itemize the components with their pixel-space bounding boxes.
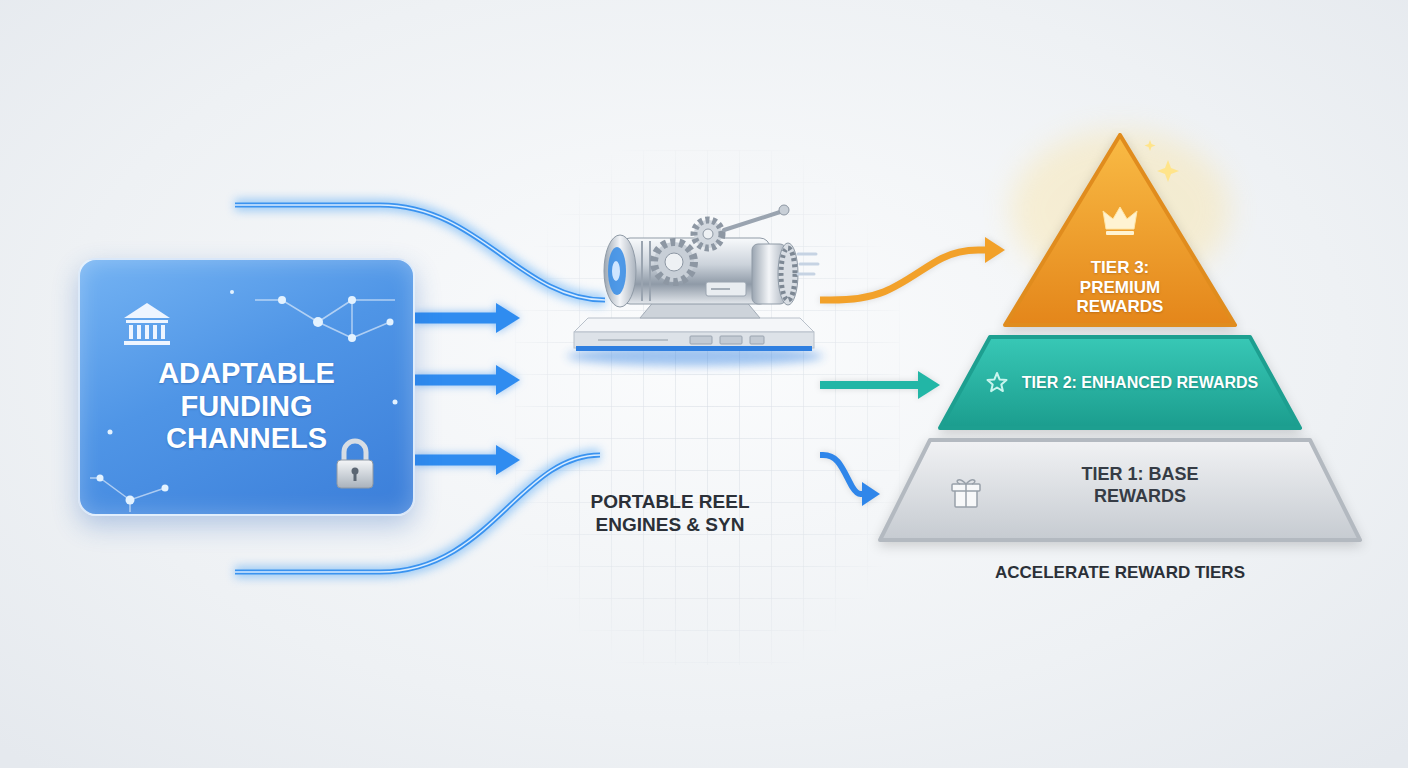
flow-arrow bbox=[820, 455, 862, 494]
network-dots bbox=[126, 496, 135, 505]
reel-engine bbox=[574, 332, 814, 348]
network-decoration bbox=[255, 300, 390, 338]
crown-icon bbox=[1103, 207, 1137, 235]
reel-engine bbox=[576, 346, 812, 351]
network-dots bbox=[348, 296, 356, 304]
network-decoration bbox=[90, 478, 165, 500]
gift-icon bbox=[955, 490, 977, 507]
node-text: TIER 1: BASE REWARDS bbox=[1050, 464, 1230, 507]
network-dots bbox=[313, 317, 323, 327]
reel-engine bbox=[711, 288, 730, 290]
bank-icon bbox=[129, 325, 133, 339]
network-dots bbox=[393, 400, 398, 405]
bank-icon bbox=[124, 303, 170, 345]
lock-icon bbox=[337, 441, 373, 488]
bank-icon bbox=[126, 320, 168, 323]
reel-engine bbox=[567, 205, 823, 366]
crown-icon bbox=[1106, 231, 1134, 235]
reel-engine bbox=[720, 336, 742, 344]
bank-icon bbox=[137, 325, 141, 339]
caption-label: ACCELERATE REWARD TIERS bbox=[950, 563, 1290, 583]
lock-icon bbox=[337, 460, 373, 488]
lock-icon bbox=[352, 468, 359, 475]
reel-engine bbox=[567, 346, 823, 366]
reel-engine bbox=[779, 205, 789, 215]
lock-icon bbox=[344, 441, 366, 462]
node-text: TIER 2: ENHANCED REWARDS bbox=[1015, 373, 1265, 392]
node-text: ADAPTABLE FUNDING CHANNELS bbox=[132, 357, 362, 454]
network-dots bbox=[387, 319, 394, 326]
flow-arrow bbox=[820, 381, 918, 389]
network-decoration bbox=[318, 322, 352, 338]
tier-band: TIER 1: BASE REWARDS bbox=[880, 440, 1360, 540]
reel-engine bbox=[690, 336, 712, 344]
network-dots bbox=[108, 430, 113, 435]
star-icon bbox=[988, 373, 1007, 391]
bank-icon bbox=[124, 303, 170, 318]
tier-outline bbox=[880, 440, 1360, 540]
star-icon bbox=[988, 373, 1007, 391]
reel-engine bbox=[649, 241, 651, 301]
network-dots bbox=[278, 296, 286, 304]
flow-arrow bbox=[820, 250, 985, 300]
bank-icon bbox=[161, 325, 165, 339]
reel-engine bbox=[641, 241, 643, 301]
gift-icon bbox=[952, 480, 980, 507]
network-decoration bbox=[90, 300, 395, 512]
bank-icon bbox=[124, 341, 170, 345]
flow-arrow bbox=[415, 375, 496, 386]
network-dots bbox=[230, 290, 234, 294]
sparkle bbox=[1157, 160, 1179, 182]
funding-box: ADAPTABLE FUNDING CHANNELS bbox=[78, 258, 415, 516]
reel-engine bbox=[604, 235, 636, 307]
network-dots bbox=[348, 334, 356, 342]
reel-engine bbox=[665, 253, 683, 271]
reel-engine bbox=[703, 229, 713, 239]
node-text: PORTABLE REEL ENGINES & SYN bbox=[565, 490, 775, 538]
flow-arrow bbox=[415, 313, 496, 324]
reel-engine bbox=[798, 253, 816, 256]
tier-triangle: TIER 3: PREMIUM REWARDS bbox=[1005, 135, 1235, 325]
tier-band: TIER 2: ENHANCED REWARDS bbox=[940, 337, 1300, 428]
reel-engine bbox=[750, 336, 764, 344]
engine-node: PORTABLE REEL ENGINES & SYN bbox=[520, 200, 820, 545]
caption-text: ACCELERATE REWARD TIERS bbox=[995, 563, 1245, 582]
reel-engine bbox=[800, 263, 818, 266]
network-decoration bbox=[352, 299, 395, 301]
sparkle bbox=[1145, 140, 1156, 151]
reel-engine bbox=[781, 248, 795, 300]
bank-icon bbox=[145, 325, 149, 339]
flow-arrow bbox=[415, 455, 496, 466]
grid-backdrop bbox=[515, 150, 900, 665]
lock-icon bbox=[354, 473, 357, 481]
reel-engine bbox=[608, 247, 626, 295]
grid-backdrop bbox=[515, 150, 900, 665]
reel-engine bbox=[574, 318, 814, 332]
tier-outline bbox=[940, 337, 1300, 428]
gift-icon bbox=[957, 480, 975, 484]
reel-engine bbox=[798, 273, 814, 276]
reel-engine bbox=[724, 212, 780, 230]
crown-icon bbox=[1103, 207, 1137, 229]
gift-icon bbox=[965, 484, 967, 507]
reel-engine bbox=[706, 282, 746, 296]
reel-engine bbox=[654, 242, 694, 282]
network-dots bbox=[97, 290, 398, 505]
reel-engine bbox=[620, 238, 770, 304]
network-dots bbox=[162, 485, 169, 492]
reel-engine bbox=[778, 243, 798, 305]
tier-outline bbox=[1005, 135, 1235, 325]
sparkle bbox=[1145, 140, 1180, 182]
reel-engine bbox=[598, 339, 668, 341]
gift-icon bbox=[952, 484, 980, 491]
network-dots bbox=[97, 475, 104, 482]
network-decoration bbox=[129, 500, 131, 512]
node-text: TIER 3: PREMIUM REWARDS bbox=[1064, 258, 1176, 317]
reel-engine bbox=[694, 220, 722, 248]
reel-engine bbox=[612, 261, 620, 281]
bank-icon bbox=[153, 325, 157, 339]
